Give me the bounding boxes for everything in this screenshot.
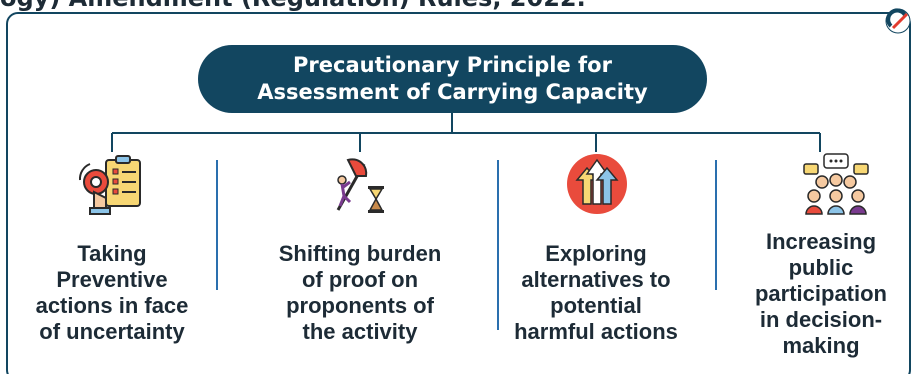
item-label-preventive-actions: Taking Preventive actions in face of unc… (35, 241, 189, 344)
cut-off-heading-text: ogy) Amendment (Regulation) Rules, 2022. (0, 0, 586, 12)
title-line-1: Precautionary Principle for (293, 53, 612, 77)
brand-logo-icon (885, 8, 911, 34)
main-title-pill: Precautionary Principle for Assessment o… (198, 45, 707, 113)
arrows-up-icon (567, 154, 627, 214)
item-label-public-participation: Increasing public participation in decis… (754, 229, 887, 358)
title-line-2: Assessment of Carrying Capacity (257, 80, 648, 104)
checklist-gear-icon (78, 155, 141, 215)
people-discussion-icon (803, 153, 869, 215)
item-label-exploring-alternatives: Exploring alternatives to potential harm… (514, 241, 678, 344)
item-label-burden-of-proof: Shifting burden of proof on proponents o… (278, 241, 442, 344)
climber-hourglass-icon (336, 158, 384, 213)
diagram-frame (6, 12, 911, 374)
